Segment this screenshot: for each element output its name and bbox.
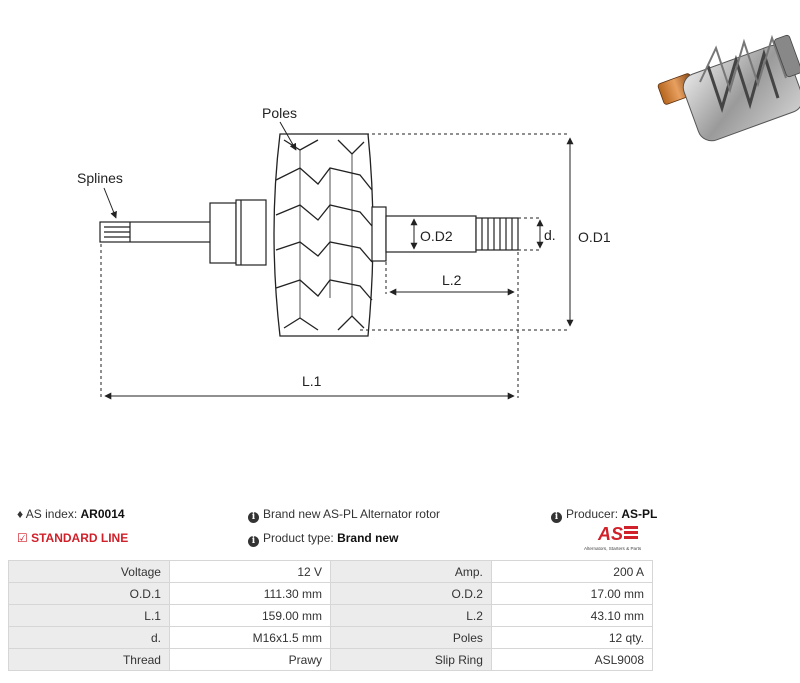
producer-value: AS-PL xyxy=(621,507,658,521)
spec-value: 200 A xyxy=(490,560,654,583)
spec-label: Poles xyxy=(330,626,492,649)
as-pl-logo: AS Alternators, Starters & Parts xyxy=(584,524,642,551)
spec-value: ASL9008 xyxy=(490,648,654,671)
right-shaft xyxy=(371,206,519,262)
info-icon: i xyxy=(551,512,562,523)
left-collar xyxy=(209,199,267,266)
spec-label: Thread xyxy=(8,648,170,671)
product-type-value: Brand new xyxy=(337,531,399,545)
info-icon: i xyxy=(248,536,259,547)
spec-label: L.1 xyxy=(8,604,170,627)
checkbox-icon: ☑ xyxy=(17,531,28,545)
spec-value: 12 V xyxy=(168,560,332,583)
spec-label: L.2 xyxy=(330,604,492,627)
tag-icon: ♦ xyxy=(17,507,24,521)
info-icon: i xyxy=(248,512,259,523)
svg-text:Alternators, Starters & Parts: Alternators, Starters & Parts xyxy=(584,546,642,551)
spec-label: O.D.2 xyxy=(330,582,492,605)
spec-value: M16x1.5 mm xyxy=(168,626,332,649)
splines-label: Splines xyxy=(77,170,123,186)
spec-label: d. xyxy=(8,626,170,649)
spec-value: 111.30 mm xyxy=(168,582,332,605)
od1-label: O.D1 xyxy=(578,229,611,245)
dimension-labels: Poles Splines O.D2 d. O.D1 L.2 L.1 xyxy=(77,105,611,389)
splined-shaft xyxy=(99,221,213,243)
dimension-lines xyxy=(100,121,574,400)
standard-line: ☑ STANDARD LINE xyxy=(17,531,129,545)
spec-value: Prawy xyxy=(168,648,332,671)
poles-label: Poles xyxy=(262,105,297,121)
rotor-technical-drawing: Poles Splines O.D2 d. O.D1 L.2 L.1 xyxy=(77,34,800,400)
d-label: d. xyxy=(544,227,556,243)
spec-value: 159.00 mm xyxy=(168,604,332,627)
spec-value: 17.00 mm xyxy=(490,582,654,605)
spec-value: 12 qty. xyxy=(490,626,654,649)
spec-label: Amp. xyxy=(330,560,492,583)
svg-text:AS: AS xyxy=(597,524,623,544)
spec-value: 43.10 mm xyxy=(490,604,654,627)
spec-label: O.D.1 xyxy=(8,582,170,605)
l1-label: L.1 xyxy=(302,373,322,389)
spec-label: Voltage xyxy=(8,560,170,583)
l2-label: L.2 xyxy=(442,272,462,288)
as-index: ♦ AS index: AR0014 xyxy=(17,507,125,521)
rotor-pole-body xyxy=(273,133,374,337)
od2-label: O.D2 xyxy=(420,228,453,244)
rotor-photo xyxy=(657,34,800,142)
spec-label: Slip Ring xyxy=(330,648,492,671)
as-index-value: AR0014 xyxy=(80,507,125,521)
